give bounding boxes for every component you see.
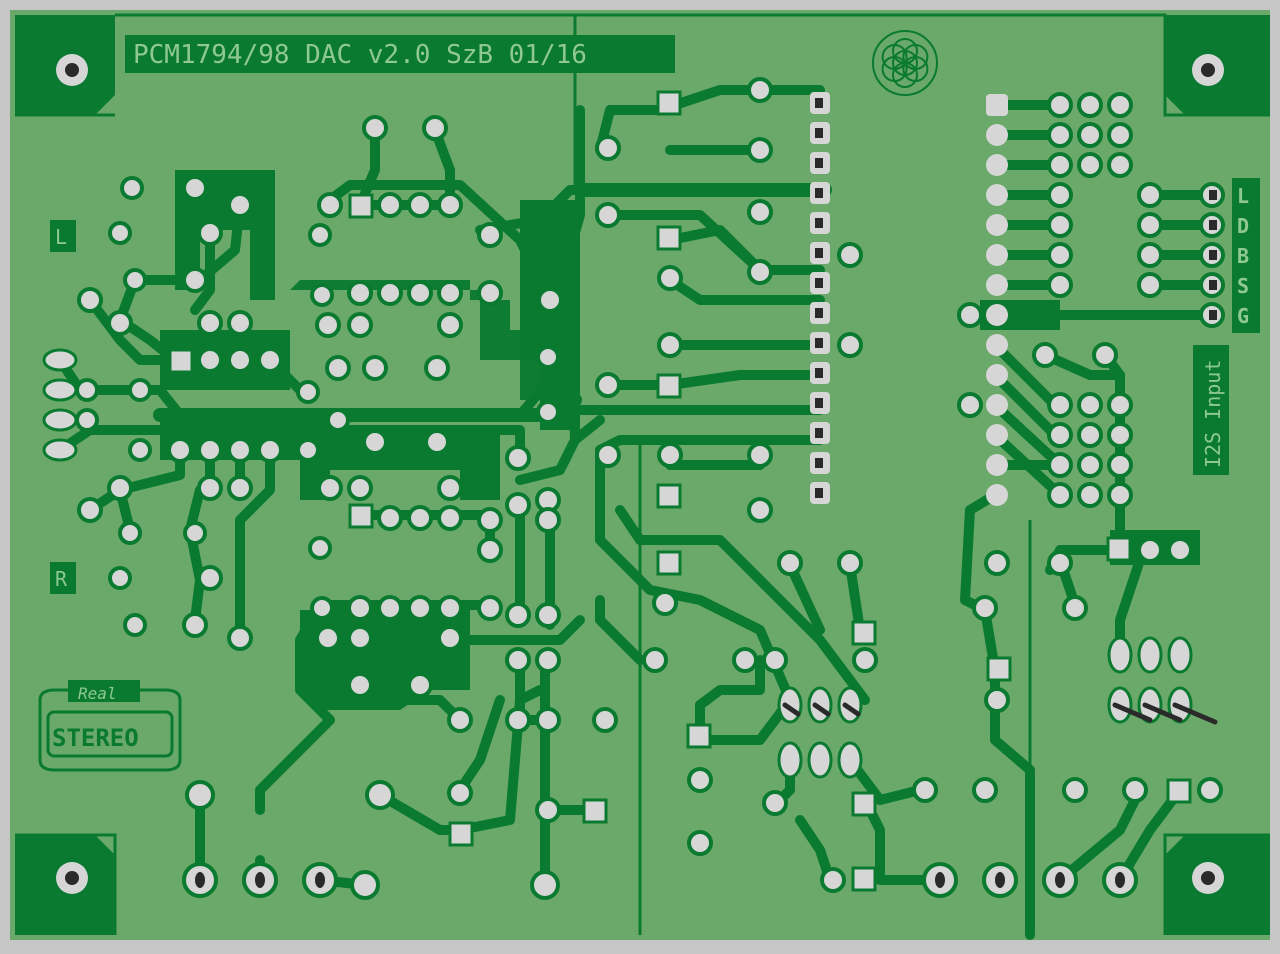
i2s-pin-s: S [1237, 274, 1249, 298]
i2s-pin-d: D [1237, 214, 1249, 238]
component-pads [75, 77, 1223, 900]
i2s-input-label: I2S Input [1201, 360, 1225, 468]
power-bus [153, 183, 832, 422]
i2s-pin-l: L [1237, 184, 1249, 208]
board-title: PCM1794/98 DAC v2.0 SzB 01/16 [133, 40, 587, 70]
right-channel-label: R [55, 567, 68, 591]
square-pads [168, 90, 1192, 892]
receiver-chip-pads [986, 94, 1008, 506]
left-channel-label: L [55, 225, 67, 249]
drill-marks [782, 702, 1218, 725]
mounting-hole-icon [56, 54, 1224, 894]
logo-stereo-text: STEREO [52, 724, 139, 752]
i2s-pin-b: B [1237, 244, 1249, 268]
output-terminals [182, 862, 1138, 898]
title-plate [125, 35, 675, 73]
i2s-pin-label-strip [1232, 178, 1260, 333]
i2s-connector-pads [1199, 182, 1225, 328]
real-stereo-logo: Real STEREO [38, 680, 182, 772]
i2s-title-strip [1193, 345, 1229, 475]
i2s-pin-g: G [1237, 304, 1249, 328]
i2s-pin-labels: L D B S G [1237, 184, 1249, 328]
right-channel-plate [50, 562, 76, 594]
logo-real-text: Real [78, 684, 117, 703]
left-channel-plate [50, 220, 76, 252]
dac-chip-pads [810, 92, 830, 504]
flower-of-life-icon [872, 30, 938, 96]
